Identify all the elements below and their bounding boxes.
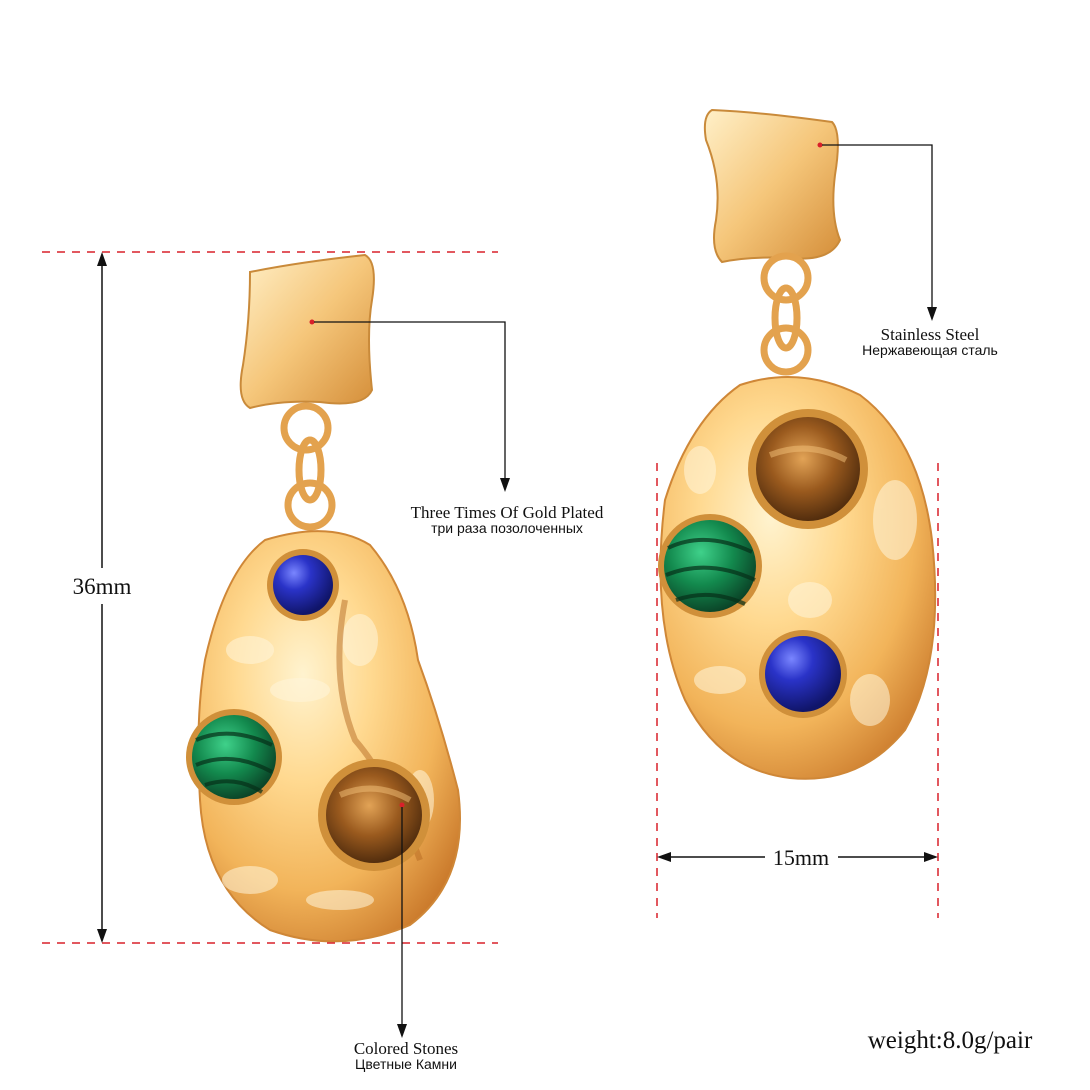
- left-malachite-stone: [192, 715, 276, 799]
- stones-callout-ru: Цветные Камни: [355, 1056, 457, 1072]
- steel-callout-ru: Нержавеющая сталь: [862, 342, 998, 358]
- left-earring: [186, 253, 461, 943]
- left-jump-ring-bottom: [284, 479, 336, 531]
- right-tiger-eye-stone: [756, 417, 860, 521]
- left-jump-ring-top: [280, 402, 332, 454]
- weight-label: weight:8.0g/pair: [868, 1027, 1033, 1054]
- height-arrow: [97, 252, 107, 943]
- left-tiger-eye-stone: [326, 767, 422, 863]
- gold-callout: [309, 319, 510, 492]
- width-arrow: [657, 852, 938, 862]
- dimension-guides: [42, 251, 939, 944]
- gold-callout-ru: три раза позолоченных: [431, 520, 583, 536]
- right-lapis-stone: [765, 636, 841, 712]
- stones-callout: [397, 802, 407, 1038]
- gold-callout-en: Three Times Of Gold Plated: [411, 503, 604, 522]
- width-label: 15mm: [773, 845, 829, 870]
- right-earring-stud: [703, 108, 842, 264]
- left-earring-stud: [239, 253, 375, 410]
- left-lapis-stone: [273, 555, 333, 615]
- steel-callout-en: Stainless Steel: [881, 325, 980, 344]
- right-earring: [658, 108, 937, 780]
- steel-callout: [817, 142, 937, 321]
- left-jump-ring-mid: [295, 436, 325, 504]
- stones-callout-en: Colored Stones: [354, 1039, 458, 1058]
- height-label: 36mm: [73, 574, 132, 599]
